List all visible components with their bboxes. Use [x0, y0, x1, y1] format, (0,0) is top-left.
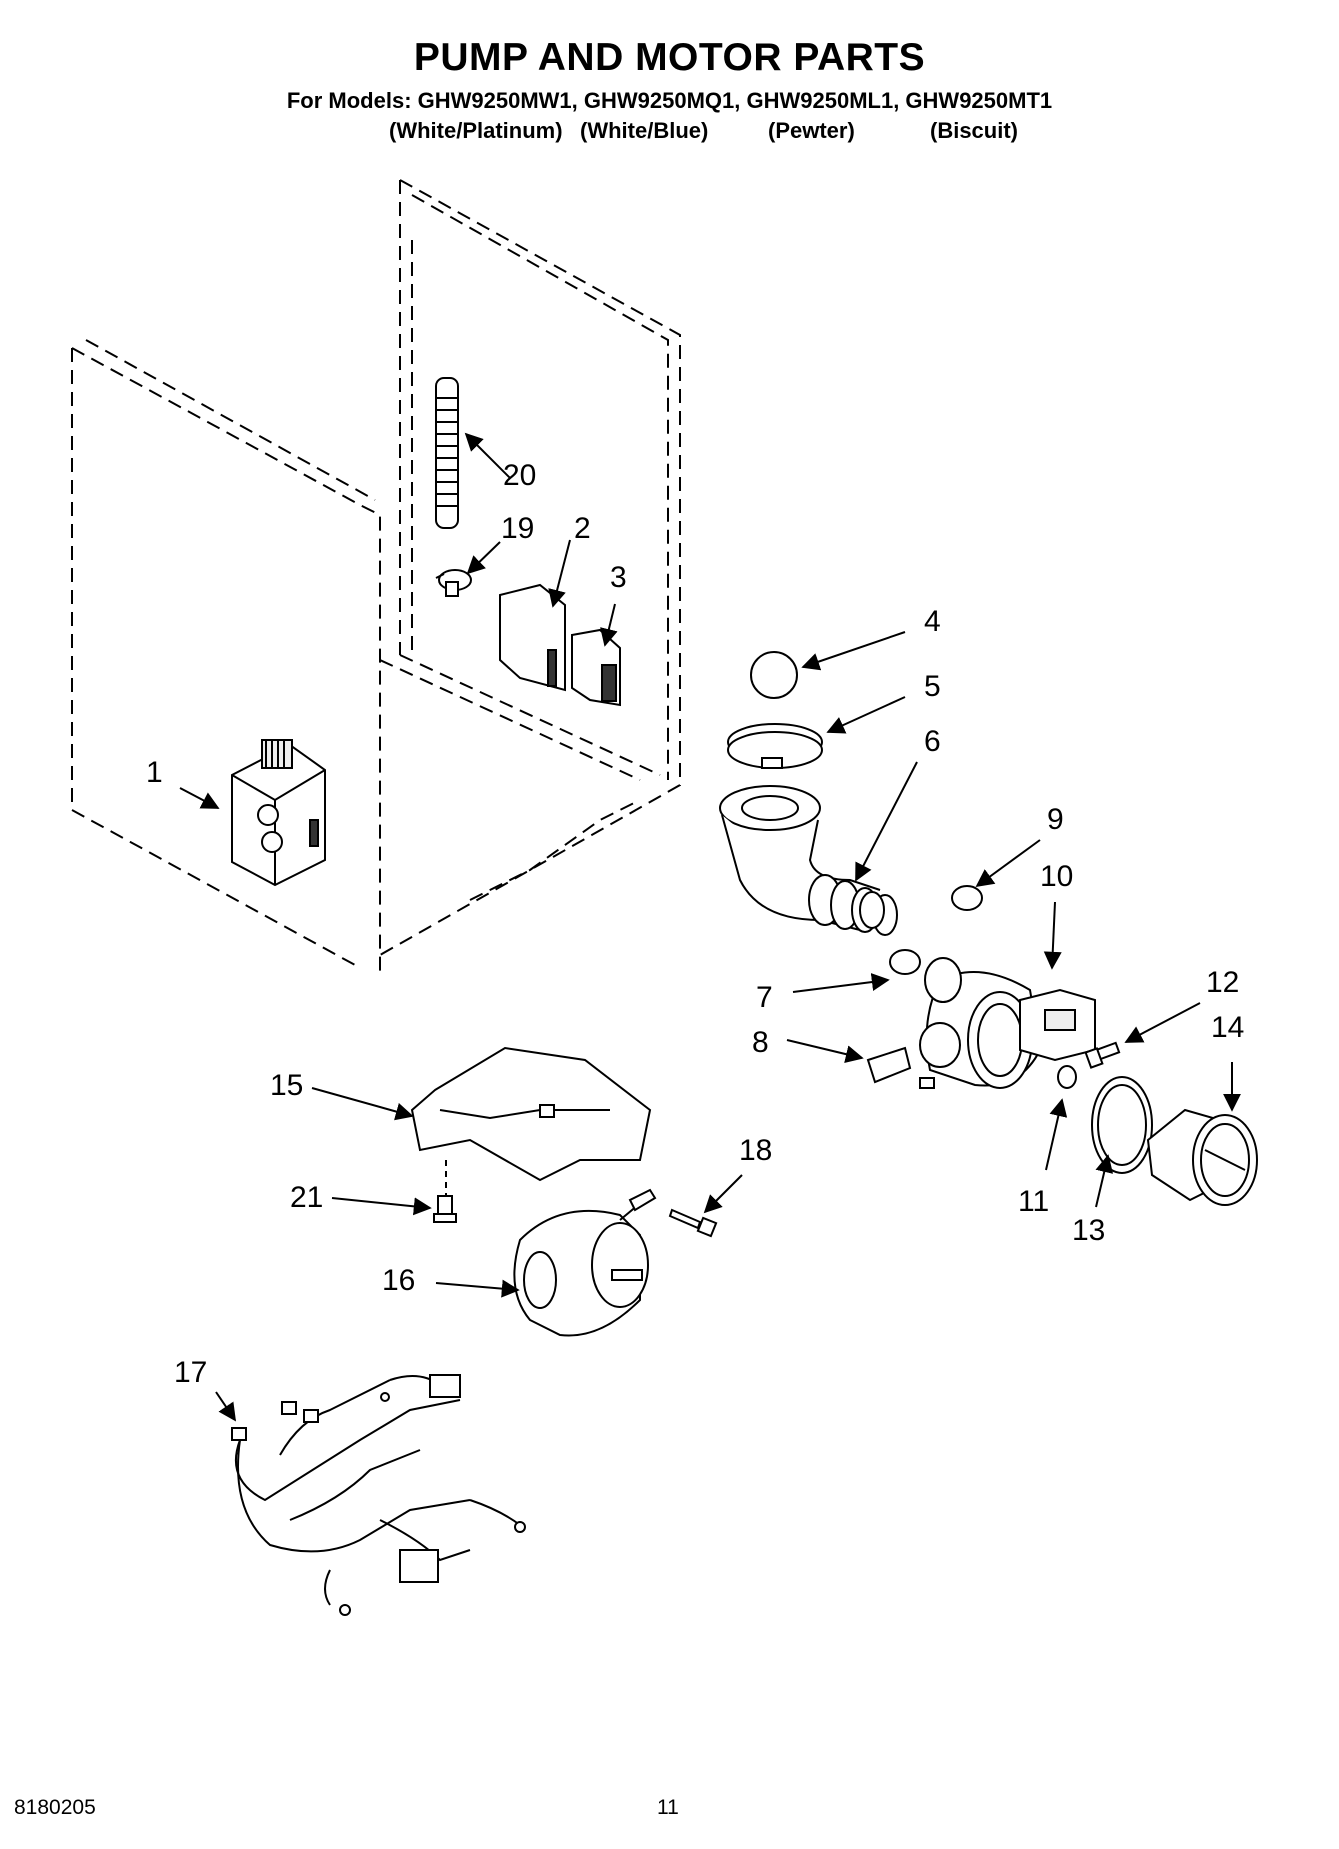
- document-number: 8180205: [14, 1796, 96, 1819]
- callout-17: 17: [174, 1356, 207, 1389]
- callout-labels: 1 2 3 4 5 6 7 8 9 10 11 12 13 14 15 16 1…: [146, 459, 1244, 1389]
- part-12-screw: [1084, 1041, 1121, 1069]
- callout-4: 4: [924, 605, 941, 638]
- part-13-seal-ring: [1091, 1076, 1153, 1174]
- callout-6: 6: [924, 725, 941, 758]
- callout-13: 13: [1072, 1214, 1105, 1247]
- callout-11: 11: [1018, 1185, 1049, 1218]
- callout-10: 10: [1040, 860, 1073, 893]
- page-number: 11: [657, 1796, 679, 1819]
- callout-12: 12: [1206, 966, 1239, 999]
- part-11-nut: [1057, 1065, 1077, 1089]
- part-15-motor-cover: [410, 1046, 652, 1182]
- callout-2: 2: [574, 512, 591, 545]
- callout-7: 7: [756, 981, 773, 1014]
- callout-15: 15: [270, 1069, 303, 1102]
- color-biscuit: (Biscuit): [930, 118, 1018, 143]
- part-1-control-module: [231, 739, 326, 887]
- part-18-screw: [668, 1208, 718, 1238]
- page-title: PUMP AND MOTOR PARTS: [413, 36, 926, 79]
- callout-18: 18: [739, 1134, 772, 1167]
- callout-19: 19: [501, 512, 534, 545]
- cabinet-side-panel-outline: [71, 339, 381, 978]
- part-20-hose: [435, 377, 459, 529]
- part-9-clip: [951, 885, 983, 911]
- callout-9: 9: [1047, 803, 1064, 836]
- part-7-clip: [889, 949, 921, 975]
- part-21-bolt: [433, 1160, 457, 1223]
- callout-8: 8: [752, 1026, 769, 1059]
- part-16-motor: [513, 1188, 657, 1337]
- callout-20: 20: [503, 459, 536, 492]
- part-8-plate: [866, 1046, 912, 1084]
- part-19-clamp: [435, 569, 472, 597]
- callout-5: 5: [924, 670, 941, 703]
- part-10-pump: [919, 957, 1096, 1089]
- callout-1: 1: [146, 756, 163, 789]
- callout-14: 14: [1211, 1011, 1244, 1044]
- part-5-band-clamp: [727, 723, 823, 769]
- color-white-blue: (White/Blue): [580, 118, 709, 143]
- part-17-wiring-harness: [231, 1374, 526, 1616]
- callout-21: 21: [290, 1181, 323, 1214]
- part-3-connector: [571, 628, 621, 707]
- part-2-bracket: [499, 583, 566, 692]
- part-6-bellows-hose: [719, 785, 898, 936]
- part-14-filter: [1146, 1108, 1258, 1206]
- cabinet-back-panel-outline: [379, 179, 681, 956]
- callout-16: 16: [382, 1264, 415, 1297]
- callout-3: 3: [610, 561, 627, 594]
- leader-arrows: [179, 432, 1241, 1422]
- part-4-ball: [750, 651, 798, 699]
- models-line: For Models: GHW9250MW1, GHW9250MQ1, GHW9…: [286, 88, 1053, 113]
- color-white-platinum: (White/Platinum): [389, 118, 563, 143]
- color-pewter: (Pewter): [768, 118, 855, 143]
